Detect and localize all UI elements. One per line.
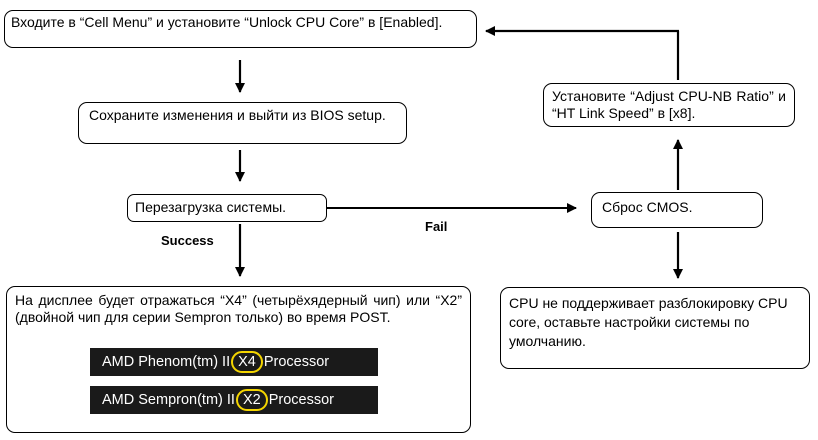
step-adjust-ratio: Установите “Adjust CPU-NB Ratio” и “HT L…: [543, 83, 795, 127]
success-label: Success: [161, 233, 214, 248]
step-clear-cmos: Сброс CMOS.: [591, 192, 763, 228]
highlight-x2: X2: [235, 389, 268, 411]
step-save-exit-text: Сохраните изменения и выйти из BIOS setu…: [89, 107, 386, 123]
post-screen-phenom-prefix: AMD Phenom(tm) II: [102, 354, 231, 370]
step-reboot: Перезагрузка системы.: [127, 194, 327, 222]
step-clear-cmos-text: Сброс CMOS.: [602, 199, 693, 215]
step-display-result-text: На дисплее будет отражаться “X4” (четырё…: [15, 292, 462, 325]
step-reboot-text: Перезагрузка системы.: [135, 199, 287, 215]
step-save-exit: Сохраните изменения и выйти из BIOS setu…: [78, 102, 407, 144]
fail-label: Fail: [425, 219, 448, 234]
post-screen-sempron-prefix: AMD Sempron(tm) II: [102, 392, 235, 408]
step-not-supported-text: CPU не поддерживает разблокировку CPU co…: [509, 295, 788, 349]
post-screen-phenom-suffix: Processor: [263, 354, 330, 370]
step-adjust-ratio-text: Установите “Adjust CPU-NB Ratio” и “HT L…: [552, 88, 786, 121]
post-screen-sempron-suffix: Processor: [268, 392, 334, 408]
step-enter-cell-menu-text: Входите в “Cell Menu” и установите “Unlo…: [11, 14, 443, 30]
highlight-x4: X4: [231, 351, 263, 373]
step-enter-cell-menu: Входите в “Cell Menu” и установите “Unlo…: [4, 10, 477, 48]
step-not-supported: CPU не поддерживает разблокировку CPU co…: [500, 287, 810, 369]
